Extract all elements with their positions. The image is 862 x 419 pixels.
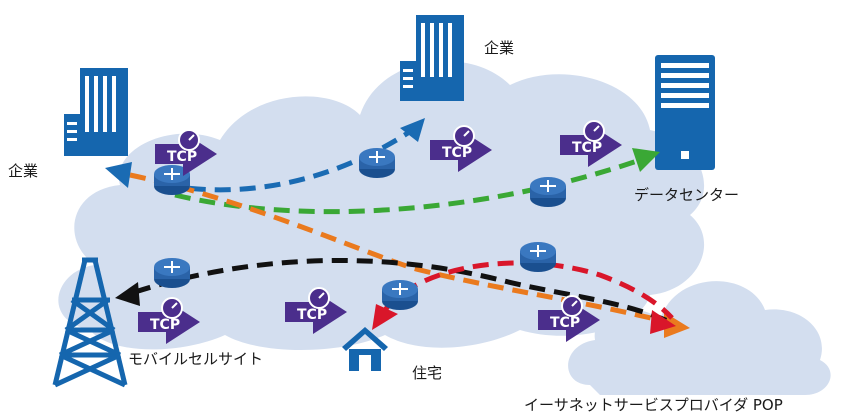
label-ethernet-pop: イーサネットサービスプロバイダ POP bbox=[524, 396, 783, 414]
tcp-accelerator-icon: TCP bbox=[430, 125, 492, 172]
router-icon bbox=[154, 165, 190, 195]
tcp-label: TCP bbox=[550, 315, 580, 331]
path-black-arrowhead bbox=[115, 282, 140, 306]
server-rack-icon bbox=[655, 55, 715, 170]
tcp-accelerator-icon: TCP bbox=[538, 295, 600, 342]
router-icon bbox=[359, 148, 395, 178]
tcp-accelerator-icon: TCP bbox=[155, 129, 217, 176]
tcp-label: TCP bbox=[150, 317, 180, 333]
label-datacenter: データセンター bbox=[634, 186, 740, 204]
path-orange-arrowhead-left bbox=[105, 162, 132, 188]
tcp-accelerator-icon: TCP bbox=[285, 287, 347, 334]
path-red-arrowhead bbox=[650, 310, 676, 334]
router-icon bbox=[382, 280, 418, 310]
tcp-label: TCP bbox=[572, 140, 602, 156]
path-blue bbox=[164, 122, 422, 193]
house-icon bbox=[342, 327, 388, 371]
label-cell-site: モバイルセルサイト bbox=[128, 350, 264, 368]
label-enterprise-top: 企業 bbox=[484, 39, 515, 57]
router-icon bbox=[520, 242, 556, 272]
cell-tower-icon bbox=[52, 257, 128, 388]
path-black bbox=[134, 257, 672, 325]
tcp-label: TCP bbox=[442, 145, 472, 161]
office-building-icon bbox=[400, 15, 464, 101]
tcp-label: TCP bbox=[167, 149, 197, 165]
tcp-accelerator-icon: TCP bbox=[560, 120, 622, 167]
office-building-icon bbox=[64, 68, 128, 156]
label-residence: 住宅 bbox=[412, 364, 443, 382]
path-blue-arrowhead bbox=[400, 118, 425, 142]
path-orange bbox=[129, 172, 681, 328]
tcp-label: TCP bbox=[297, 307, 327, 323]
router-icon bbox=[154, 258, 190, 288]
label-enterprise-left: 企業 bbox=[8, 162, 39, 180]
router-icon bbox=[530, 177, 566, 207]
path-red-arrowhead-left bbox=[372, 304, 398, 330]
path-green-arrowhead bbox=[632, 148, 660, 172]
path-green bbox=[174, 157, 641, 215]
pop-cloud bbox=[568, 281, 831, 395]
tcp-accelerator-icon: TCP bbox=[138, 297, 200, 344]
main-cloud bbox=[58, 60, 705, 350]
path-red bbox=[383, 260, 674, 320]
